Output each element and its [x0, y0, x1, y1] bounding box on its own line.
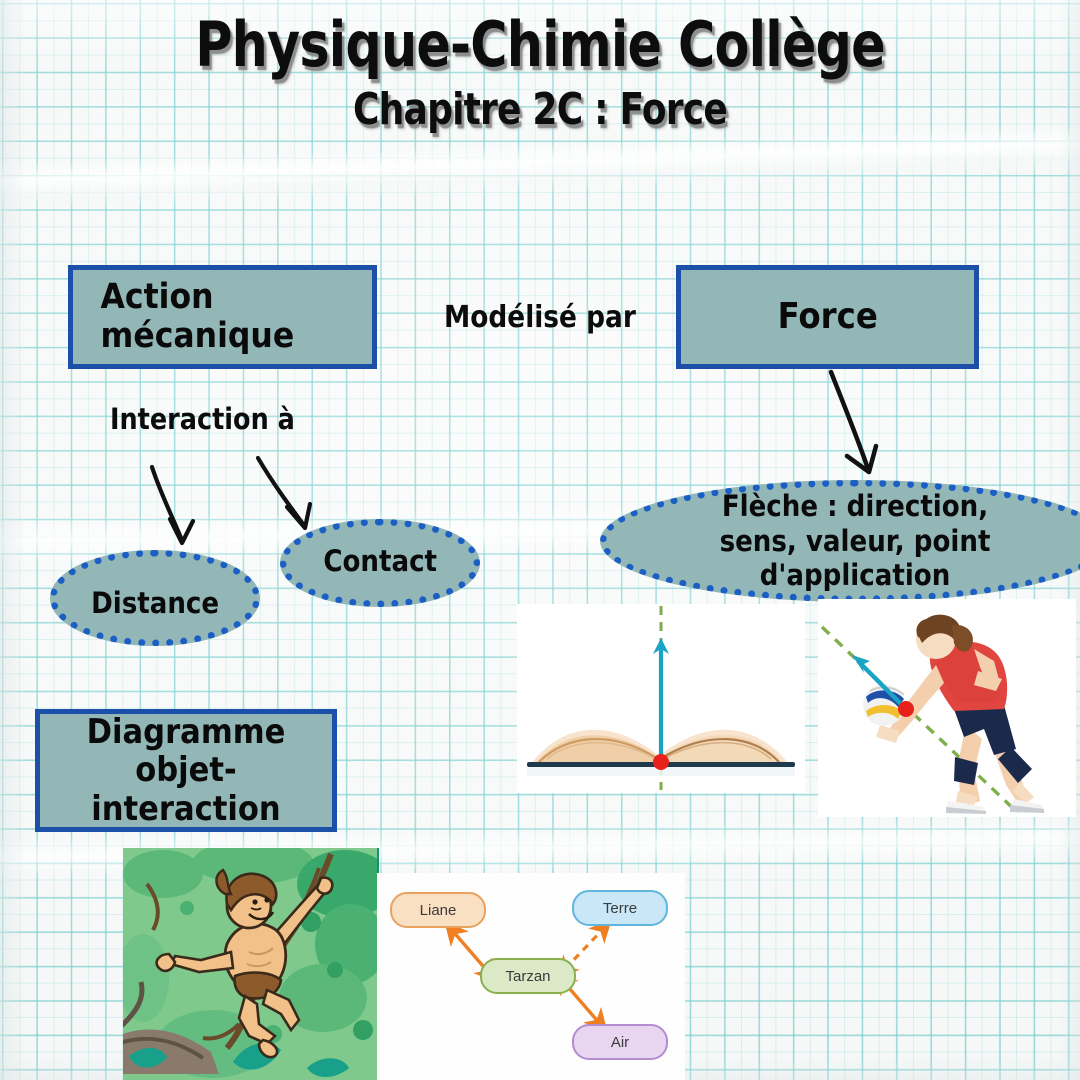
node-diagramme-objet-interaction[interactable]: Diagramme objet-interaction [35, 709, 337, 832]
node-action-mecanique-label: Action mécanique [100, 276, 295, 356]
node-fleche-label: Flèche : direction, sens, valeur, point … [719, 488, 991, 593]
connector-label-modelise-par: Modélisé par [444, 300, 636, 335]
illustration-volleyball-force [818, 599, 1076, 817]
volleyball-force-diagram-svg [818, 599, 1076, 817]
point-of-application [653, 754, 669, 770]
oid-node-liane-label: Liane [420, 902, 457, 919]
illustration-objet-interaction-diagram: Liane Terre Tarzan Air [377, 873, 685, 1080]
oid-node-liane: Liane [390, 892, 486, 928]
volleyball-graphic [863, 684, 905, 726]
node-contact-label: Contact [323, 543, 437, 578]
illustration-open-book-force [517, 604, 805, 793]
node-fleche[interactable]: Flèche : direction, sens, valeur, point … [600, 480, 1080, 602]
node-contact[interactable]: Contact [280, 519, 480, 607]
node-diagramme-objet-interaction-label: Diagramme objet-interaction [86, 712, 286, 829]
page-subtitle: Chapitre 2C : Force [353, 84, 728, 135]
oid-node-air-label: Air [611, 1034, 629, 1051]
connector-label-interaction-a: Interaction à [110, 402, 295, 436]
point-of-application [898, 701, 914, 717]
book-force-diagram-svg [517, 604, 805, 793]
page-title: Physique-Chimie Collège [195, 8, 885, 81]
node-distance[interactable]: Distance [50, 550, 260, 646]
objet-interaction-diagram-svg: Liane Terre Tarzan Air [377, 873, 685, 1080]
node-force[interactable]: Force [676, 265, 979, 369]
node-distance-label: Distance [91, 585, 219, 620]
illustration-tarzan-vine [123, 848, 379, 1080]
oid-node-air: Air [572, 1024, 668, 1060]
page-title-block: Physique-Chimie Collège Chapitre 2C : Fo… [0, 8, 1080, 138]
oid-node-terre-label: Terre [603, 900, 637, 917]
node-force-label: Force [777, 295, 878, 337]
oid-node-terre: Terre [572, 890, 668, 926]
oid-node-tarzan: Tarzan [480, 958, 576, 994]
oid-node-tarzan-label: Tarzan [505, 968, 550, 985]
tarzan-illustration-svg [123, 848, 379, 1080]
node-action-mecanique[interactable]: Action mécanique [68, 265, 377, 369]
